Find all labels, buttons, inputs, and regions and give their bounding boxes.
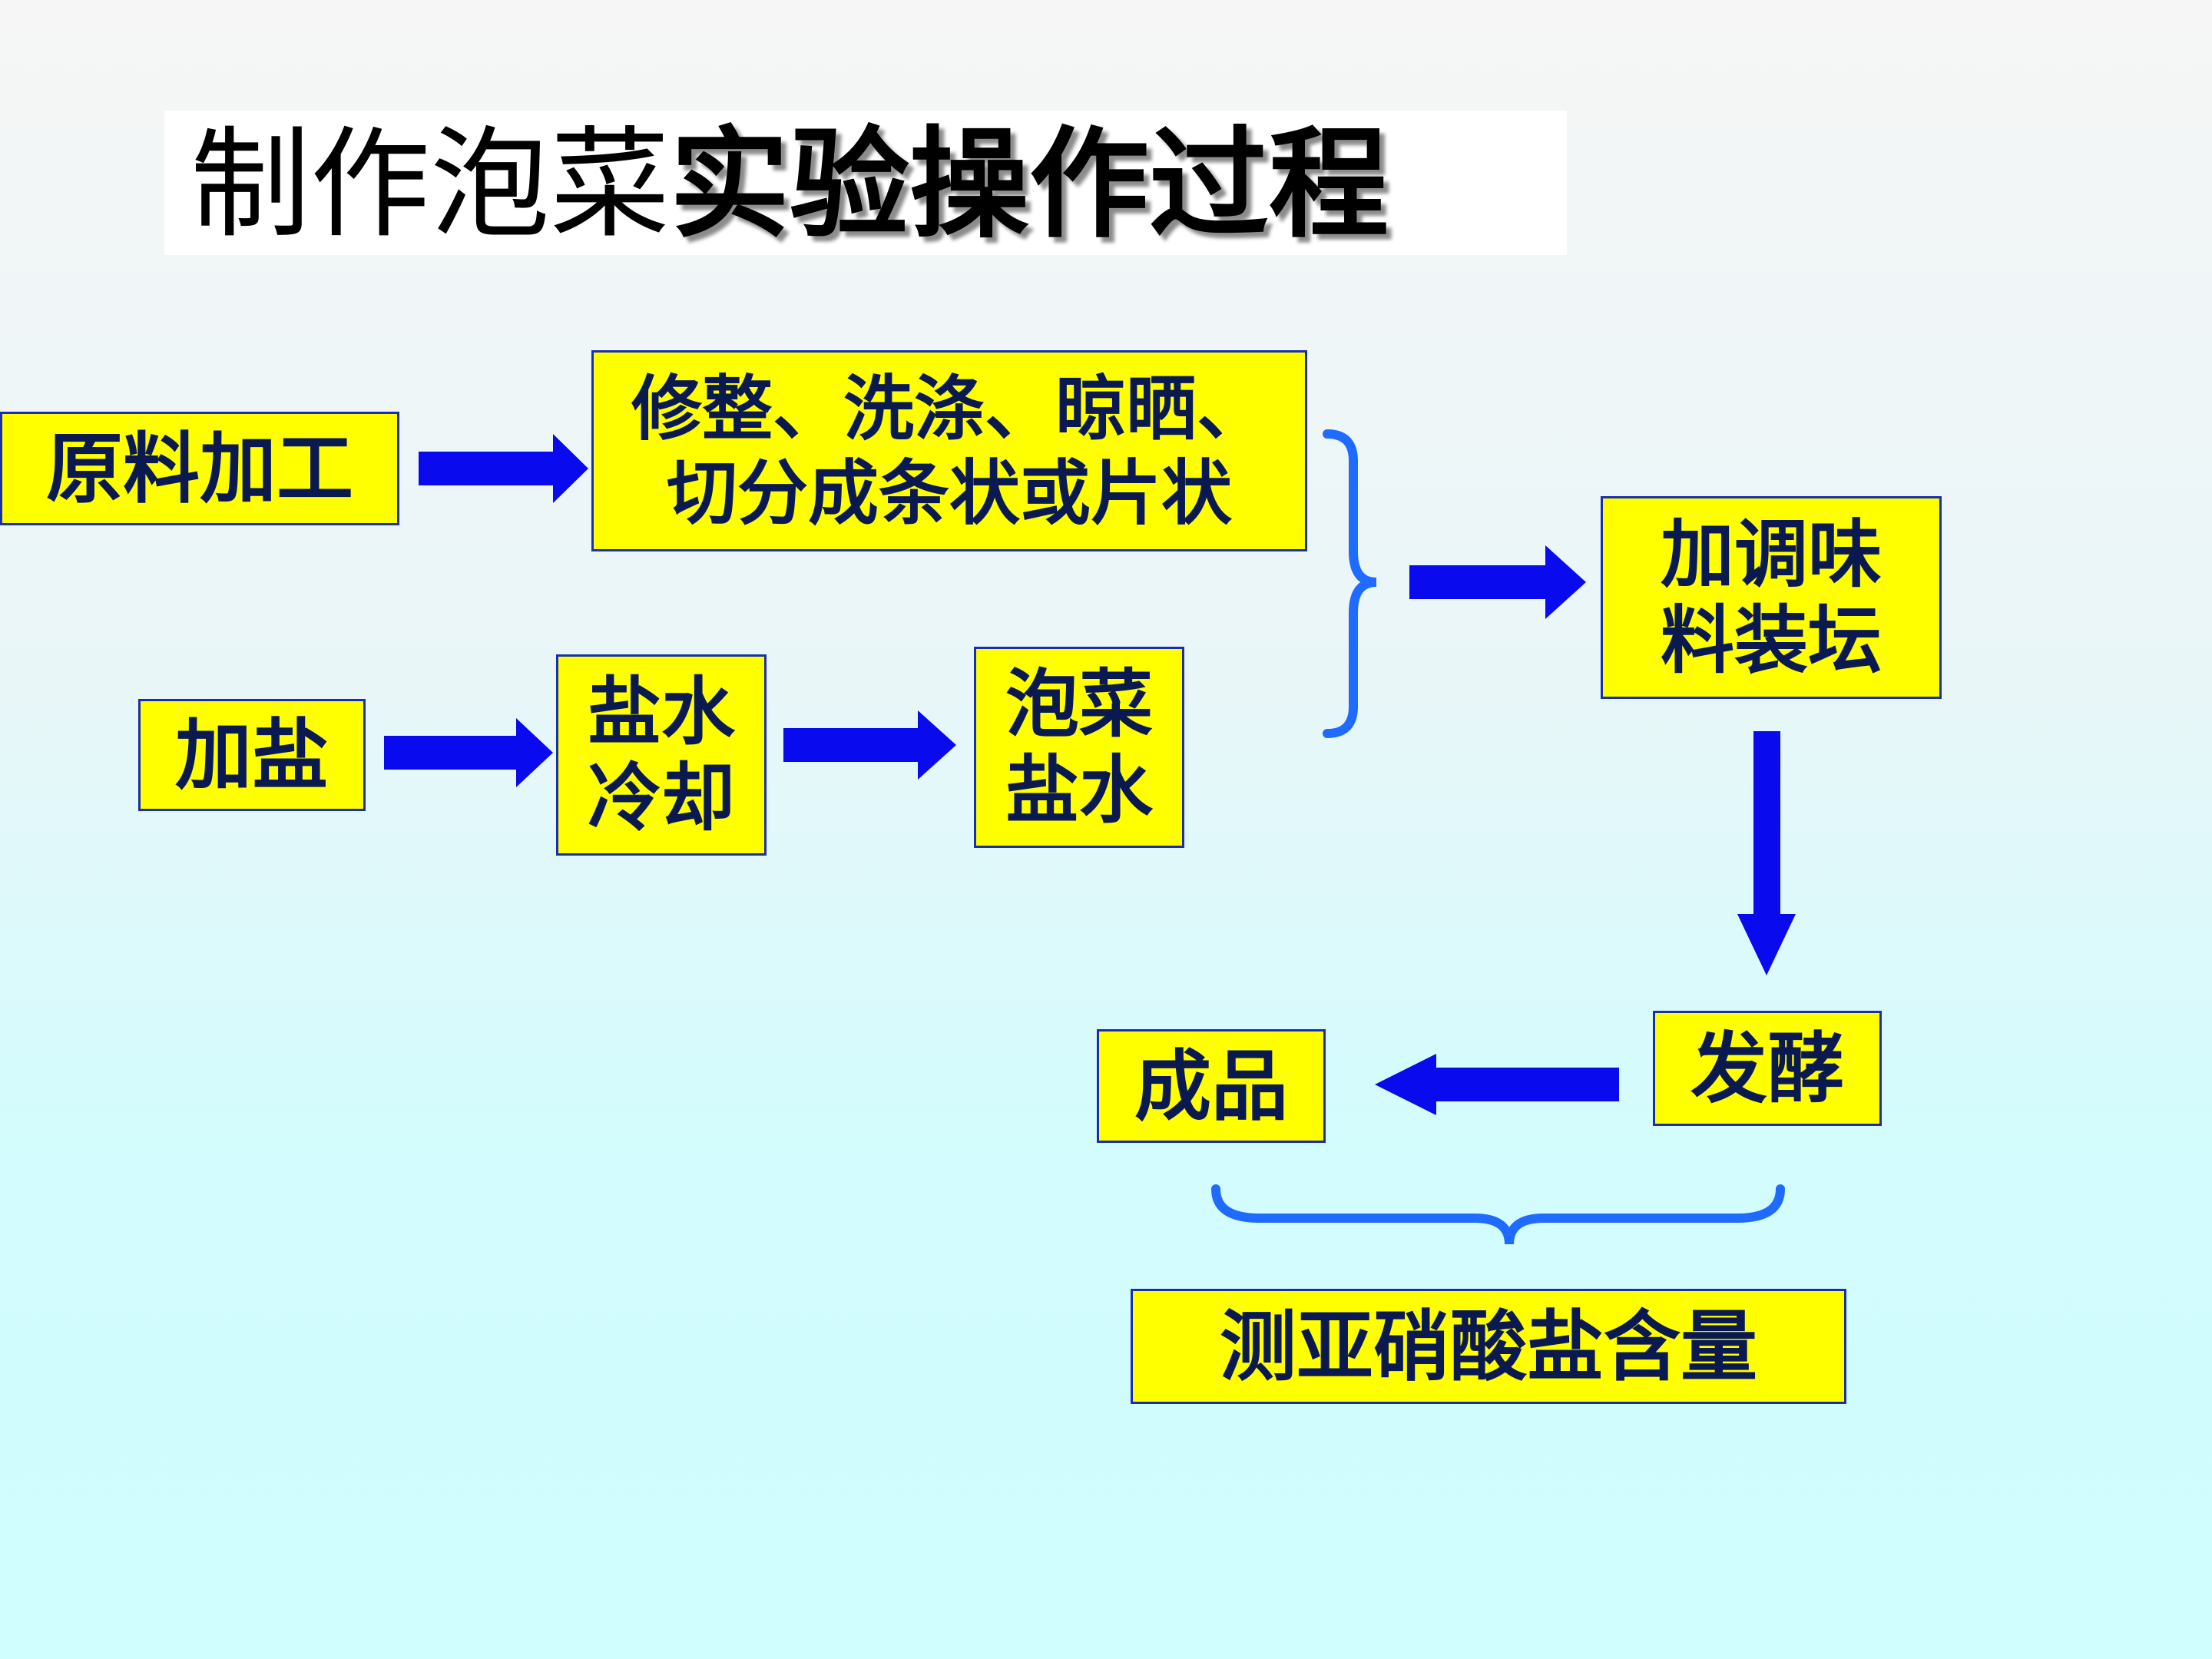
box-season-jar-line1: 加调味 bbox=[1661, 511, 1882, 598]
box-pickle-brine: 泡菜 盐水 bbox=[974, 647, 1184, 848]
box-raw-processing-label: 原料加工 bbox=[46, 423, 353, 514]
arrow-salt-to-cool bbox=[384, 718, 553, 787]
box-brine-cool: 盐水 冷却 bbox=[556, 654, 767, 856]
box-add-salt: 加盐 bbox=[138, 699, 366, 811]
box-ferment: 发酵 bbox=[1653, 1011, 1882, 1126]
box-raw-processing: 原料加工 bbox=[0, 412, 399, 525]
title-band bbox=[164, 111, 1567, 255]
arrow-ferment-to-product bbox=[1375, 1054, 1619, 1115]
page-title: 制作泡菜实验操作过程 bbox=[190, 114, 1389, 254]
box-trim-steps-line2: 切分成条状或片状 bbox=[666, 452, 1232, 535]
box-pickle-brine-line1: 泡菜 bbox=[1005, 661, 1153, 747]
box-product-label: 成品 bbox=[1134, 1041, 1288, 1131]
box-trim-steps-line1: 修整、洗涤、晾晒、 bbox=[631, 367, 1267, 450]
box-measure-nitrite: 测亚硝酸盐含量 bbox=[1131, 1289, 1846, 1404]
title-plain: 制作泡菜 bbox=[190, 114, 670, 254]
box-add-salt-label: 加盐 bbox=[175, 710, 329, 800]
brace-bottom bbox=[1211, 1184, 1785, 1245]
box-season-jar-line2: 料装坛 bbox=[1661, 597, 1882, 684]
box-trim-steps: 修整、洗涤、晾晒、 切分成条状或片状 bbox=[591, 350, 1307, 551]
box-season-jar: 加调味 料装坛 bbox=[1601, 496, 1942, 699]
box-brine-cool-line2: 冷却 bbox=[588, 754, 735, 841]
box-measure-nitrite-label: 测亚硝酸盐含量 bbox=[1220, 1301, 1757, 1392]
arrow-brace-to-season bbox=[1409, 545, 1586, 619]
box-ferment-label: 发酵 bbox=[1690, 1023, 1844, 1114]
title-emphasis: 实验操作过程 bbox=[670, 114, 1389, 254]
arrow-raw-to-trim bbox=[419, 434, 588, 503]
box-brine-cool-line1: 盐水 bbox=[588, 668, 735, 755]
arrow-season-to-ferment bbox=[1737, 731, 1796, 975]
box-pickle-brine-line2: 盐水 bbox=[1005, 747, 1153, 833]
arrow-cool-to-brine bbox=[783, 710, 956, 780]
box-product: 成品 bbox=[1097, 1029, 1326, 1143]
brace-right bbox=[1323, 429, 1377, 738]
